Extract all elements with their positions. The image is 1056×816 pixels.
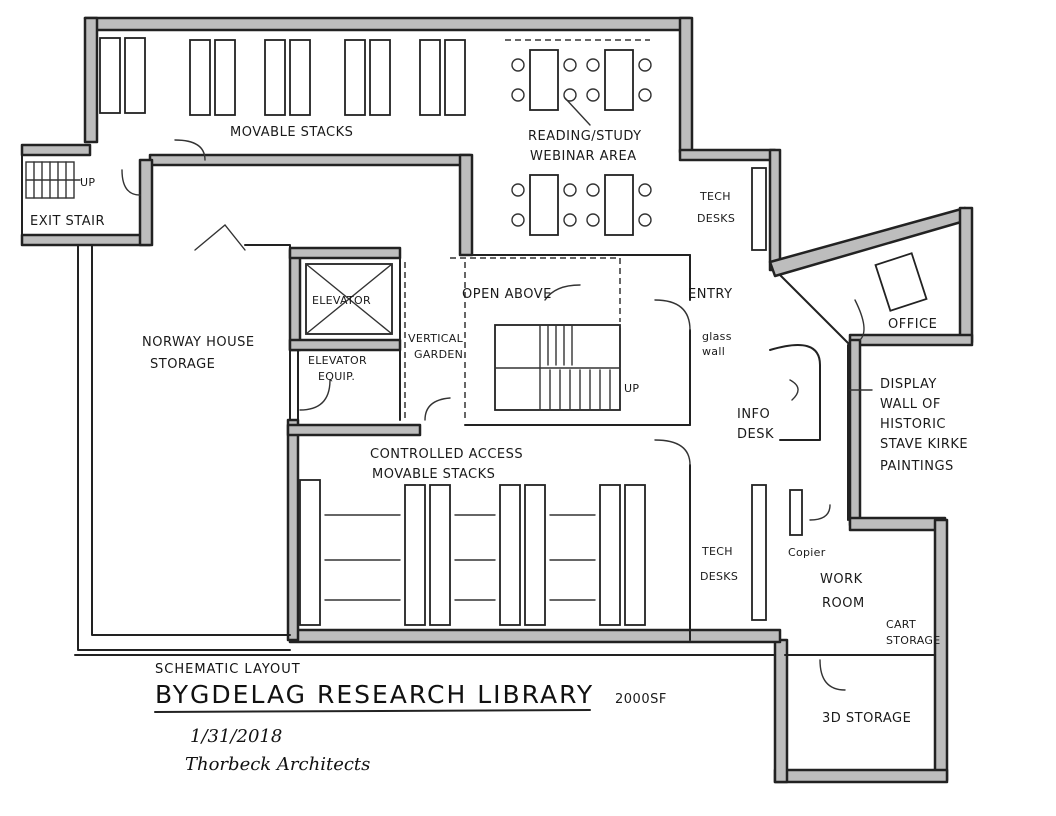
label-display-1: DISPLAY [880,377,937,392]
label-tech-top-2: DESKS [697,212,735,225]
label-glass-1: glass [702,330,732,343]
label-glass-2: wall [702,345,725,358]
title-block: SCHEMATIC LAYOUT BYGDELAG RESEARCH LIBRA… [154,662,667,775]
label-tech-bottom-1: TECH [701,545,733,558]
label-exit-up: UP [80,176,95,189]
label-garden: GARDEN [414,348,463,361]
label-tech-bottom-2: DESKS [700,570,738,583]
drawing-title: BYGDELAG RESEARCH LIBRARY [155,680,594,709]
office-desk [874,252,928,312]
schematic-layout-label: SCHEMATIC LAYOUT [155,662,301,677]
info-desk [769,344,821,441]
label-display-3: HISTORIC [880,417,946,432]
exit-stair-treads [25,161,81,199]
reading-tables [505,39,652,236]
label-display-2: WALL OF [880,397,941,412]
label-room: ROOM [822,596,865,611]
label-controlled-stacks: MOVABLE STACKS [372,467,495,482]
label-norway-1: NORWAY HOUSE [142,335,255,350]
label-stair-up: UP [624,382,639,395]
label-elevator: ELEVATOR [312,294,371,307]
label-office: OFFICE [888,317,937,332]
label-cart: CART [886,618,916,631]
label-display-5: PAINTINGS [880,459,954,474]
label-work: WORK [820,572,863,587]
label-reading-study: READING/STUDY [528,129,642,144]
label-elevator-equip-1: ELEVATOR [308,354,367,367]
label-desk: DESK [737,427,774,442]
label-cart-storage: STORAGE [886,634,940,647]
door-swings [121,139,865,691]
label-norway-2: STORAGE [150,357,215,372]
elevator-shaft [305,263,393,335]
label-elevator-equip-2: EQUIP. [318,370,355,383]
vertical-garden-dots [404,262,466,420]
label-3d-storage: 3D STORAGE [822,711,911,726]
movable-stacks-shelves [99,37,466,116]
controlled-stacks-shelves [299,479,646,626]
label-vertical: VERTICAL [408,332,464,345]
label-open-above: OPEN ABOVE [462,287,552,302]
central-stair [450,257,621,411]
area-label: 2000SF [615,692,667,707]
label-movable-stacks: MOVABLE STACKS [230,125,353,140]
label-tech-top-1: TECH [699,190,731,203]
label-webinar-area: WEBINAR AREA [530,149,637,164]
outline-lines [21,144,936,656]
label-entry: ENTRY [688,287,733,302]
architect-label: Thorbeck Architects [185,754,370,775]
label-exit-stair: EXIT STAIR [30,214,105,229]
label-info: INFO [737,407,770,422]
tech-desks [751,167,803,621]
leader-lines [544,97,873,391]
date-label: 1/31/2018 [190,726,282,747]
label-controlled-access: CONTROLLED ACCESS [370,447,523,462]
label-display-4: STAVE KIRKE [880,437,968,452]
label-copier: Copier [788,546,826,559]
